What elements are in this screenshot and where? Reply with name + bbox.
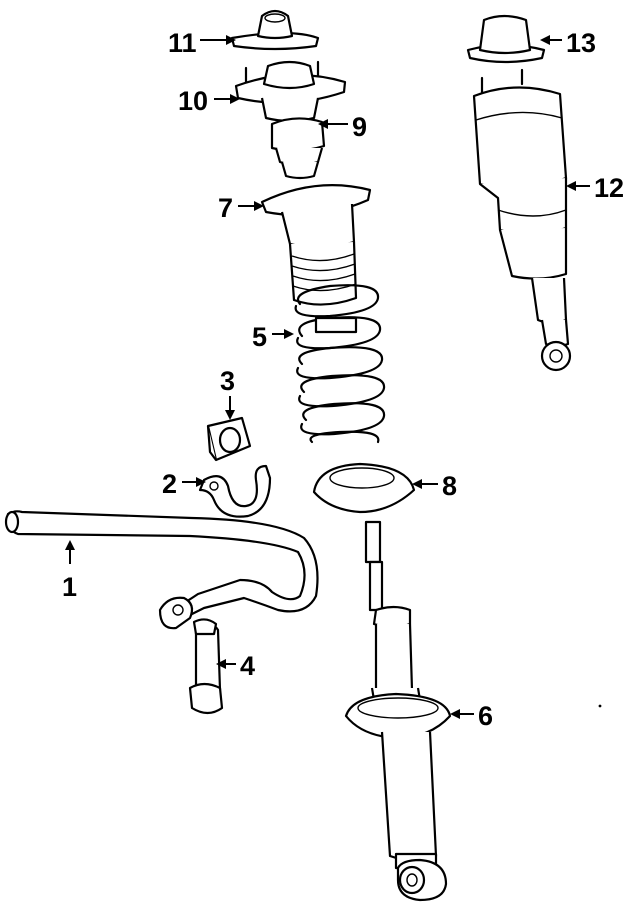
callout-6: 6 [478, 701, 493, 731]
part-7-spring-seat-boot [260, 184, 372, 306]
callout-10: 10 [178, 86, 208, 116]
callout-5: 5 [252, 322, 267, 352]
part-12-air-strut [472, 68, 572, 372]
callout-7: 7 [218, 193, 233, 223]
callout-8: 8 [442, 471, 457, 501]
callout-3: 3 [220, 366, 235, 396]
part-5-coil-spring [294, 284, 386, 444]
part-1-stabilizer-bar [4, 510, 319, 630]
part-3-stabilizer-bushing [206, 416, 252, 462]
callout-2: 2 [162, 469, 177, 499]
part-10-mount-plate [234, 60, 347, 123]
part-4-stabilizer-link [188, 618, 224, 715]
part-9-bump-stop [270, 117, 326, 180]
callout-4: 4 [240, 651, 255, 681]
part-11-upper-mount-cap [230, 9, 320, 51]
part-2-bushing-bracket [198, 464, 272, 518]
callout-13: 13 [566, 28, 596, 58]
callout-9: 9 [352, 112, 367, 142]
part-13-air-spring-cap [466, 14, 546, 64]
callout-11: 11 [168, 28, 197, 58]
stray-dot [598, 704, 602, 708]
callout-12: 12 [594, 173, 624, 203]
callout-arrows [65, 35, 590, 719]
part-8-lower-spring-seat [312, 462, 416, 514]
part-6-shock-absorber [344, 520, 452, 902]
callout-1: 1 [62, 572, 77, 602]
